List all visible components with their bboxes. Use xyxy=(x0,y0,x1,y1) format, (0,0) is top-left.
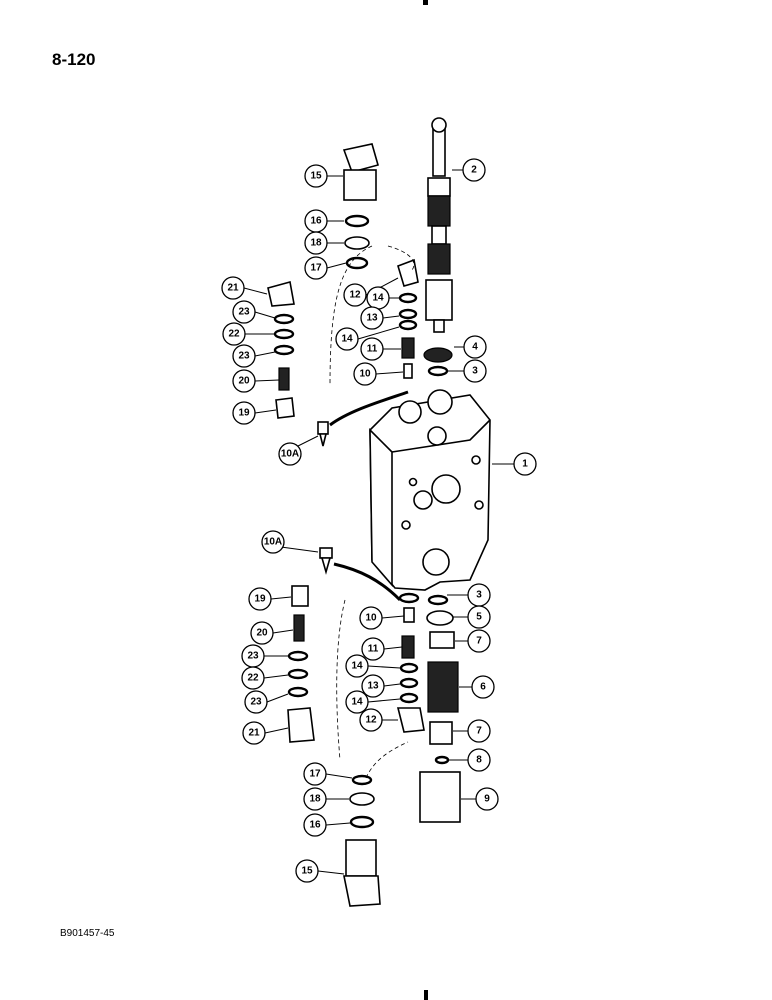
figure-code: B901457-45 xyxy=(60,928,115,939)
svg-text:4: 4 xyxy=(472,342,478,353)
callout-23-upper-b: 23 xyxy=(232,344,276,368)
svg-text:14: 14 xyxy=(341,334,353,345)
bottom-crop-mark xyxy=(424,990,428,1000)
callout-10-upper: 10 xyxy=(353,362,404,386)
svg-text:10: 10 xyxy=(365,613,377,624)
svg-text:8: 8 xyxy=(476,755,482,766)
svg-text:3: 3 xyxy=(476,590,482,601)
svg-text:15: 15 xyxy=(310,171,322,182)
svg-text:14: 14 xyxy=(372,293,384,304)
svg-text:18: 18 xyxy=(309,794,321,805)
svg-text:19: 19 xyxy=(238,408,250,419)
valve-body xyxy=(369,389,491,591)
callout-19-lower: 19 xyxy=(248,587,292,611)
callout-22-upper: 22 xyxy=(222,322,275,346)
svg-text:14: 14 xyxy=(351,661,363,672)
svg-text:10: 10 xyxy=(359,369,371,380)
svg-text:21: 21 xyxy=(248,728,260,739)
svg-text:16: 16 xyxy=(310,216,322,227)
svg-text:12: 12 xyxy=(365,715,377,726)
callout-21-upper: 21 xyxy=(221,276,268,300)
callout-14-upper-a: 14 xyxy=(366,286,399,310)
callout-13-lower: 13 xyxy=(361,674,401,698)
svg-text:13: 13 xyxy=(367,681,379,692)
callout-5: 5 xyxy=(453,605,491,629)
svg-text:2: 2 xyxy=(471,165,477,176)
svg-text:13: 13 xyxy=(366,313,378,324)
callout-3-upper: 3 xyxy=(448,359,487,383)
callout-23-lower-a: 23 xyxy=(241,644,288,668)
callout-11-lower: 11 xyxy=(361,637,403,661)
callout-14-lower-a: 14 xyxy=(345,654,401,678)
callout-23-upper-a: 23 xyxy=(232,300,276,324)
svg-text:7: 7 xyxy=(476,726,482,737)
svg-text:9: 9 xyxy=(484,794,490,805)
svg-text:15: 15 xyxy=(301,866,313,877)
callout-20-lower: 20 xyxy=(250,621,294,645)
callout-7-lower-a: 7 xyxy=(455,629,491,653)
callout-21-lower: 21 xyxy=(242,721,289,745)
svg-text:10A: 10A xyxy=(264,537,282,548)
callout-20-upper: 20 xyxy=(232,369,280,393)
callout-1: 1 xyxy=(492,452,537,476)
callout-18-lower: 18 xyxy=(303,787,349,811)
svg-text:20: 20 xyxy=(256,628,268,639)
svg-text:22: 22 xyxy=(228,329,240,340)
lower-parts xyxy=(287,547,461,907)
callout-12-upper: 12 xyxy=(343,277,399,307)
callout-17-upper: 17 xyxy=(304,256,347,280)
callout-23-lower-b: 23 xyxy=(244,690,289,714)
svg-text:7: 7 xyxy=(476,636,482,647)
svg-text:22: 22 xyxy=(247,673,259,684)
callout-22-lower: 22 xyxy=(241,666,289,690)
callout-17-lower: 17 xyxy=(303,762,353,786)
callout-16-upper: 16 xyxy=(304,209,344,233)
callout-10a-upper: 10A xyxy=(278,435,319,466)
callout-12-lower: 12 xyxy=(359,708,398,732)
callout-14-lower-b: 14 xyxy=(345,690,401,714)
svg-text:10A: 10A xyxy=(281,449,299,460)
svg-text:17: 17 xyxy=(309,769,321,780)
svg-text:3: 3 xyxy=(472,366,478,377)
svg-text:14: 14 xyxy=(351,697,363,708)
svg-text:12: 12 xyxy=(349,290,361,301)
callout-3-lower: 3 xyxy=(447,583,491,607)
svg-text:11: 11 xyxy=(368,644,379,655)
callout-8: 8 xyxy=(449,748,491,772)
svg-text:6: 6 xyxy=(480,682,486,693)
svg-text:23: 23 xyxy=(238,307,250,318)
page-number: 8-120 xyxy=(52,50,96,69)
callout-10a-lower: 10A xyxy=(261,530,319,554)
callout-10-lower: 10 xyxy=(359,606,405,630)
callout-14-upper-b: 14 xyxy=(335,326,400,351)
callout-18-upper: 18 xyxy=(304,231,344,255)
callout-16-lower: 16 xyxy=(303,813,351,837)
svg-text:21: 21 xyxy=(227,283,239,294)
top-crop-mark xyxy=(423,0,428,5)
svg-text:5: 5 xyxy=(476,612,482,623)
svg-text:16: 16 xyxy=(309,820,321,831)
callout-9: 9 xyxy=(461,787,499,811)
callout-4: 4 xyxy=(454,335,487,359)
callout-11-upper: 11 xyxy=(360,337,401,361)
svg-text:18: 18 xyxy=(310,238,322,249)
svg-text:23: 23 xyxy=(247,651,259,662)
spool xyxy=(425,117,453,333)
svg-text:11: 11 xyxy=(367,344,378,355)
svg-text:1: 1 xyxy=(522,459,528,470)
callout-7-lower-b: 7 xyxy=(453,719,491,743)
svg-text:23: 23 xyxy=(250,697,262,708)
callout-2: 2 xyxy=(452,158,486,182)
callout-19-upper: 19 xyxy=(232,401,277,425)
upper-parts xyxy=(267,143,453,447)
svg-text:17: 17 xyxy=(310,263,322,274)
callout-13-upper: 13 xyxy=(360,306,400,330)
svg-text:23: 23 xyxy=(238,351,250,362)
svg-text:19: 19 xyxy=(254,594,266,605)
callout-15-lower: 15 xyxy=(295,859,345,883)
svg-text:20: 20 xyxy=(238,376,250,387)
callout-15-upper: 15 xyxy=(304,164,343,188)
callout-6: 6 xyxy=(459,675,495,699)
